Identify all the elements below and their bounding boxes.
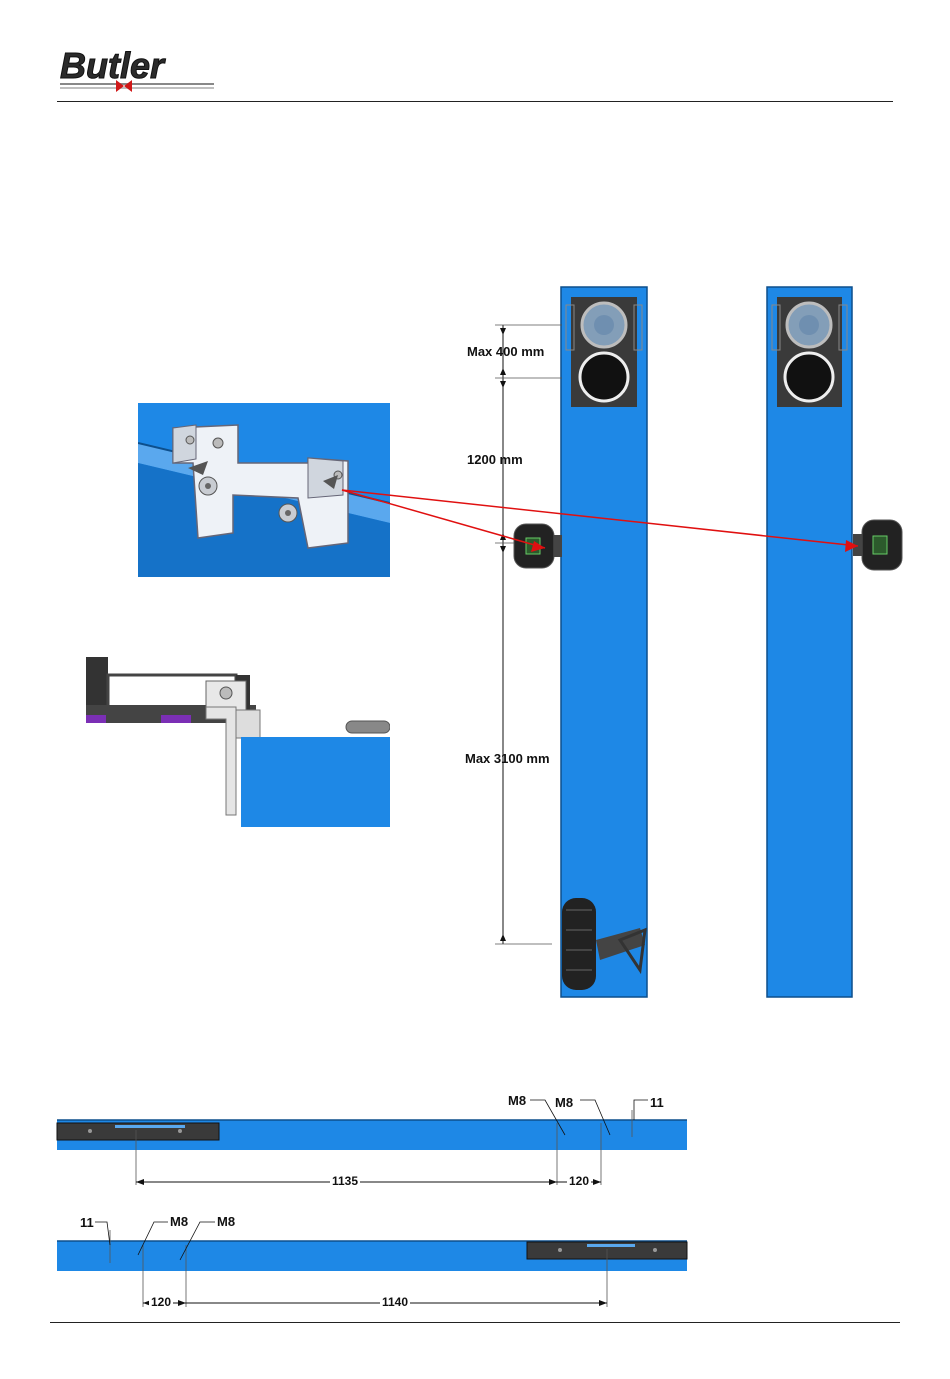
rail-top-dim-short: 120 — [567, 1175, 591, 1187]
rail-top-dim-long: 1135 — [330, 1175, 360, 1187]
rail-top-hole: 11 — [650, 1096, 664, 1109]
rail-bottom-m8-b: M8 — [217, 1215, 235, 1228]
rail-top-m8-b: M8 — [555, 1096, 573, 1109]
footer-rule — [50, 1322, 900, 1323]
rail-bottom-dim-short: 120 — [149, 1296, 173, 1308]
rail-bottom-m8-a: M8 — [170, 1215, 188, 1228]
rail-bottom-hole: 11 — [80, 1216, 94, 1229]
rail-dimension-drawings — [50, 1085, 700, 1315]
rail-bottom-dim-long: 1140 — [380, 1296, 410, 1308]
rail-top-m8-a: M8 — [508, 1094, 526, 1107]
